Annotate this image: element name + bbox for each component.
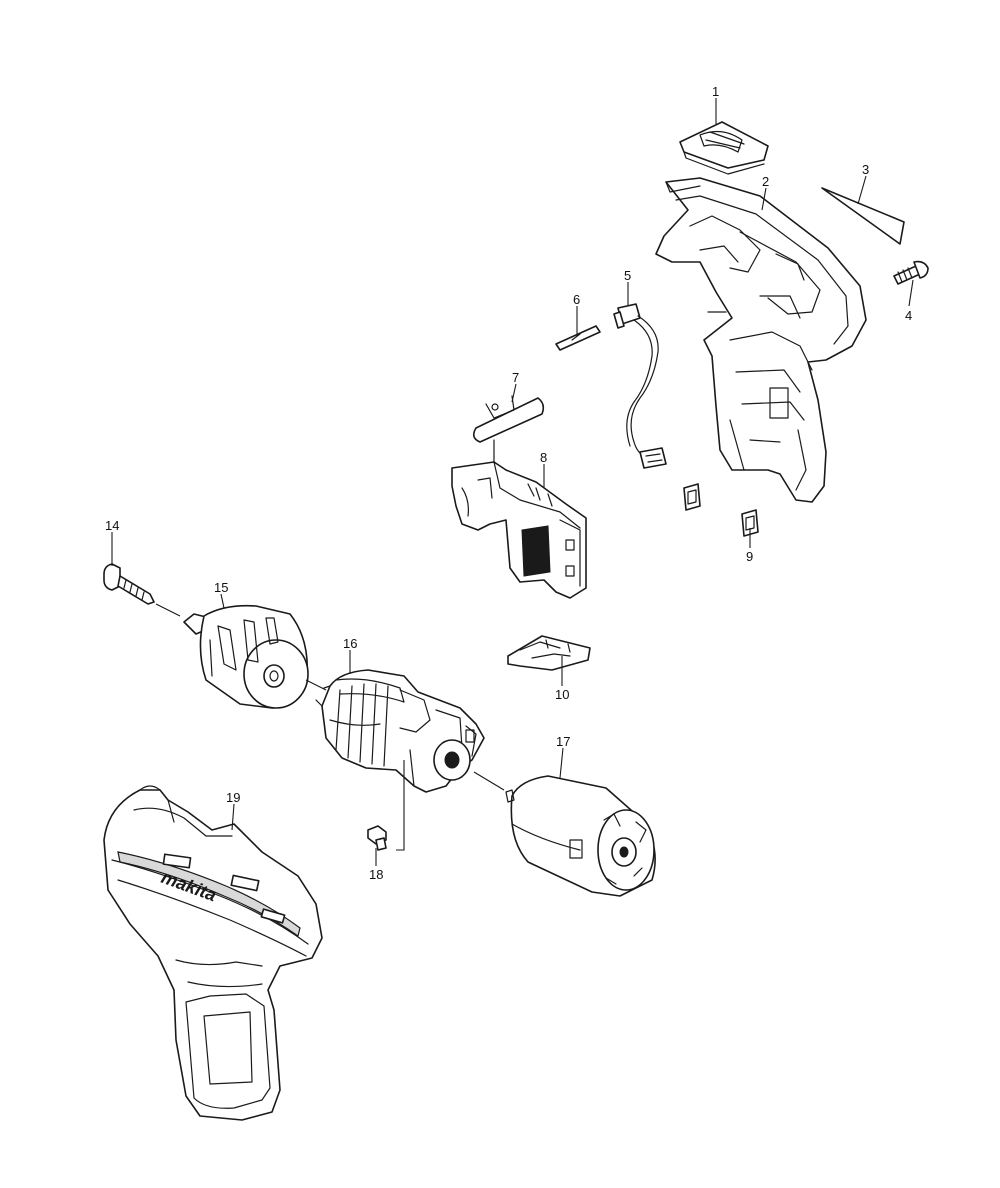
callout-labels: 1 2 3 4 5 6 7 8 9 10 14 15 16 17 18 19: [105, 84, 912, 882]
callout-6: 6: [573, 292, 580, 307]
callout-15: 15: [214, 580, 228, 595]
part-4-screw: [893, 260, 929, 285]
part-15-chuck: [183, 604, 309, 709]
part-8-switch: [451, 461, 587, 599]
part-5-wire-harness: [613, 303, 667, 469]
part-3-label: [821, 187, 905, 245]
part-2-housing: [655, 177, 867, 503]
callout-18: 18: [369, 867, 383, 882]
callout-19: 19: [226, 790, 240, 805]
part-10-plate: [507, 635, 591, 671]
part-1-top-cover: [679, 121, 769, 175]
part-16-gear-assembly: [315, 669, 485, 793]
callout-7: 7: [512, 370, 519, 385]
callout-14: 14: [105, 518, 119, 533]
callout-4: 4: [905, 308, 912, 323]
part-14-chuck-screw: [103, 563, 155, 605]
part-7-lever: [472, 395, 545, 469]
part-18-screw: [367, 825, 387, 851]
callout-5: 5: [624, 268, 631, 283]
callout-8: 8: [540, 450, 547, 465]
leader-lines: [111, 98, 914, 866]
callout-2: 2: [762, 174, 769, 189]
callout-1: 1: [712, 84, 719, 99]
part-17-motor: [505, 775, 656, 897]
part-9-terminals: [683, 483, 759, 537]
part-6-spring: [555, 325, 601, 351]
callout-10: 10: [555, 687, 569, 702]
callout-3: 3: [862, 162, 869, 177]
callout-17: 17: [556, 734, 570, 749]
callout-16: 16: [343, 636, 357, 651]
part-19-housing: [103, 785, 323, 1121]
callout-9: 9: [746, 549, 753, 564]
